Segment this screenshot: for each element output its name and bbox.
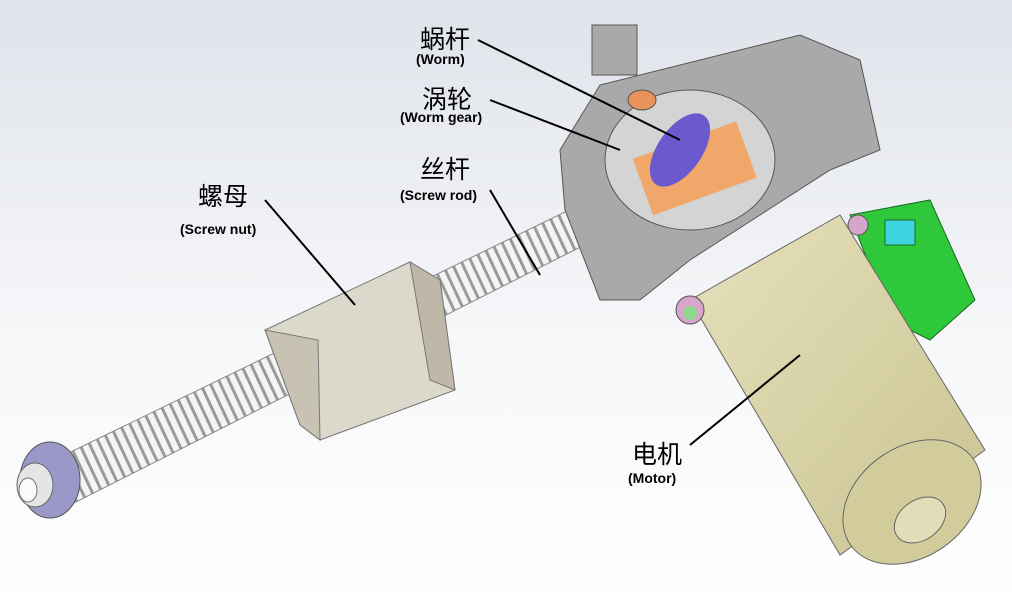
label-zh: 蜗杆 — [420, 25, 470, 54]
label-zh: 电机 — [632, 440, 682, 469]
screw-nut — [264, 261, 456, 442]
worm-gear — [632, 121, 757, 216]
label-zh: 螺母 — [198, 182, 248, 211]
label-screw-rod: 丝杆 (Screw rod) — [400, 155, 477, 203]
label-worm-gear: 涡轮 (Worm gear) — [400, 85, 482, 125]
end-cap — [16, 441, 81, 519]
leader-lines — [264, 39, 801, 446]
label-worm: 蜗杆 (Worm) — [416, 25, 470, 67]
housing — [559, 24, 881, 301]
label-en: (Worm) — [416, 51, 465, 67]
label-en: (Worm gear) — [400, 109, 482, 125]
label-motor: 电机 (Motor) — [628, 440, 682, 486]
label-zh: 涡轮 — [422, 85, 472, 114]
label-en: (Motor) — [628, 470, 676, 486]
worm — [649, 113, 711, 187]
label-screw-nut: 螺母 (Screw nut) — [180, 182, 256, 237]
motor — [675, 214, 986, 565]
label-en: (Screw rod) — [400, 187, 477, 203]
label-en: (Screw nut) — [180, 221, 256, 237]
connector — [847, 199, 976, 341]
label-zh: 丝杆 — [420, 155, 470, 184]
